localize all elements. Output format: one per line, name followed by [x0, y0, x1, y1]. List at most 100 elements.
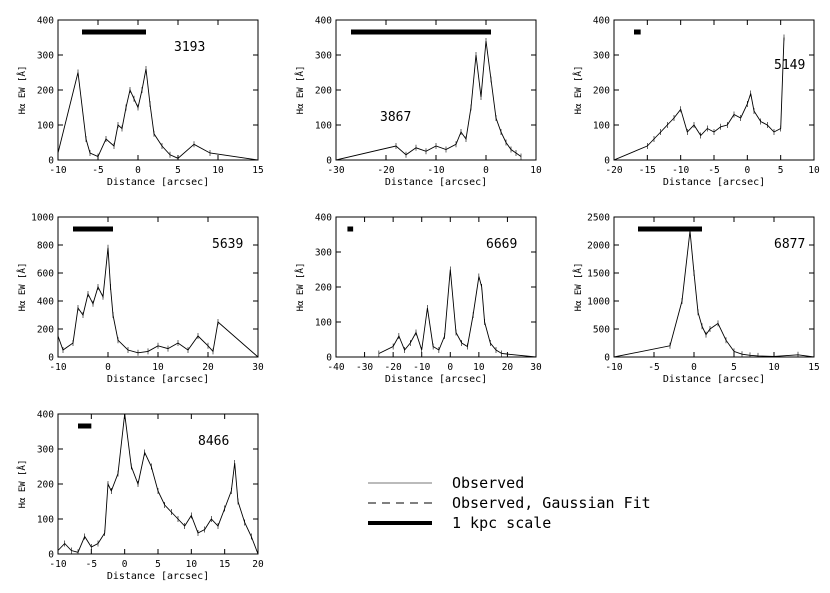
galaxy-label: 3867 — [380, 110, 411, 125]
x-axis-label: Distance [arcsec] — [663, 374, 765, 385]
y-tick-label: 0 — [48, 353, 54, 364]
y-tick-label: 200 — [37, 480, 54, 491]
y-tick-label: 200 — [593, 86, 610, 97]
y-tick-label: 200 — [315, 283, 332, 294]
galaxy-label: 3193 — [174, 40, 205, 55]
legend-scale-label: 1 kpc scale — [452, 514, 551, 532]
y-tick-label: 300 — [315, 248, 332, 259]
x-tick-label: 20 — [502, 362, 514, 373]
y-tick-label: 100 — [593, 121, 610, 132]
plot-frame — [613, 216, 815, 358]
galaxy-label: 8466 — [198, 434, 229, 449]
x-tick-label: 15 — [219, 559, 230, 570]
y-tick-label: 200 — [315, 86, 332, 97]
x-tick-label: -10 — [49, 362, 66, 373]
x-tick-label: 5 — [155, 559, 161, 570]
y-axis-label: Hα EW [Å] — [16, 66, 28, 115]
y-tick-label: 0 — [48, 550, 54, 561]
series-group — [378, 266, 536, 357]
y-tick-label: 300 — [315, 51, 332, 62]
x-tick-label: 10 — [186, 559, 198, 570]
y-axis-label: Hα EW [Å] — [294, 66, 306, 115]
y-tick-label: 500 — [593, 325, 610, 336]
y-axis-label: Hα EW [Å] — [294, 263, 306, 312]
x-tick-label: 0 — [483, 165, 489, 176]
x-tick-label: -10 — [605, 362, 622, 373]
y-tick-label: 2000 — [587, 241, 610, 252]
x-tick-label: -30 — [356, 362, 373, 373]
x-tick-label: 0 — [447, 362, 453, 373]
x-tick-label: 20 — [202, 362, 214, 373]
legend-gaussian-label: Observed, Gaussian Fit — [452, 494, 651, 512]
plot-frame — [335, 19, 537, 161]
y-axis-label: Hα EW [Å] — [572, 66, 584, 115]
y-tick-label: 100 — [315, 318, 332, 329]
x-axis-label: Distance [arcsec] — [385, 177, 487, 188]
x-tick-label: -10 — [427, 165, 444, 176]
x-tick-label: 10 — [808, 165, 820, 176]
y-tick-label: 0 — [326, 156, 332, 167]
x-tick-label: -5 — [708, 165, 719, 176]
x-tick-label: 10 — [152, 362, 164, 373]
x-tick-label: -5 — [648, 362, 659, 373]
y-axis-label: Hα EW [Å] — [16, 460, 28, 509]
x-tick-label: 30 — [252, 362, 264, 373]
x-tick-label: 0 — [744, 165, 750, 176]
galaxy-label: 6877 — [774, 237, 805, 252]
x-tick-label: -5 — [92, 165, 103, 176]
x-tick-label: 5 — [175, 165, 181, 176]
x-tick-label: 5 — [731, 362, 737, 373]
x-tick-label: 15 — [808, 362, 819, 373]
x-tick-label: -5 — [86, 559, 97, 570]
galaxy-label: 5639 — [212, 237, 243, 252]
x-tick-label: -10 — [413, 362, 430, 373]
y-tick-label: 300 — [37, 51, 54, 62]
x-tick-label: -20 — [605, 165, 622, 176]
series-line-observed — [58, 68, 258, 160]
series-group — [614, 34, 785, 160]
y-tick-label: 300 — [593, 51, 610, 62]
x-tick-label: 10 — [768, 362, 780, 373]
y-tick-label: 400 — [315, 16, 332, 27]
x-tick-label: -10 — [49, 559, 66, 570]
y-tick-label: 400 — [315, 213, 332, 224]
y-tick-label: 600 — [37, 269, 54, 280]
x-tick-label: -10 — [672, 165, 689, 176]
y-tick-label: 1000 — [31, 213, 54, 224]
y-tick-label: 0 — [326, 353, 332, 364]
x-tick-label: 10 — [212, 165, 224, 176]
y-tick-label: 0 — [604, 156, 610, 167]
x-axis-label: Distance [arcsec] — [107, 374, 209, 385]
x-axis-label: Distance [arcsec] — [107, 571, 209, 582]
x-tick-label: 15 — [252, 165, 263, 176]
x-tick-label: 0 — [135, 165, 141, 176]
y-tick-label: 100 — [37, 121, 54, 132]
y-axis-label: Hα EW [Å] — [572, 263, 584, 312]
y-tick-label: 0 — [604, 353, 610, 364]
y-tick-label: 300 — [37, 445, 54, 456]
y-tick-label: 2500 — [587, 213, 610, 224]
y-tick-label: 200 — [37, 86, 54, 97]
x-tick-label: 20 — [252, 559, 264, 570]
series-line-observed — [614, 230, 814, 357]
series-line-observed — [614, 37, 785, 160]
legend-observed-label: Observed — [452, 474, 524, 492]
series-line-observed — [58, 247, 258, 357]
y-tick-label: 1500 — [587, 269, 610, 280]
x-tick-label: 10 — [473, 362, 485, 373]
y-tick-label: 800 — [37, 241, 54, 252]
series-line-observed — [378, 269, 536, 357]
y-tick-label: 1000 — [587, 297, 610, 308]
y-tick-label: 0 — [48, 156, 54, 167]
x-tick-label: 10 — [530, 165, 542, 176]
y-tick-label: 400 — [37, 16, 54, 27]
legend: Observed Observed, Gaussian Fit 1 kpc sc… — [368, 474, 651, 532]
y-tick-label: 100 — [315, 121, 332, 132]
